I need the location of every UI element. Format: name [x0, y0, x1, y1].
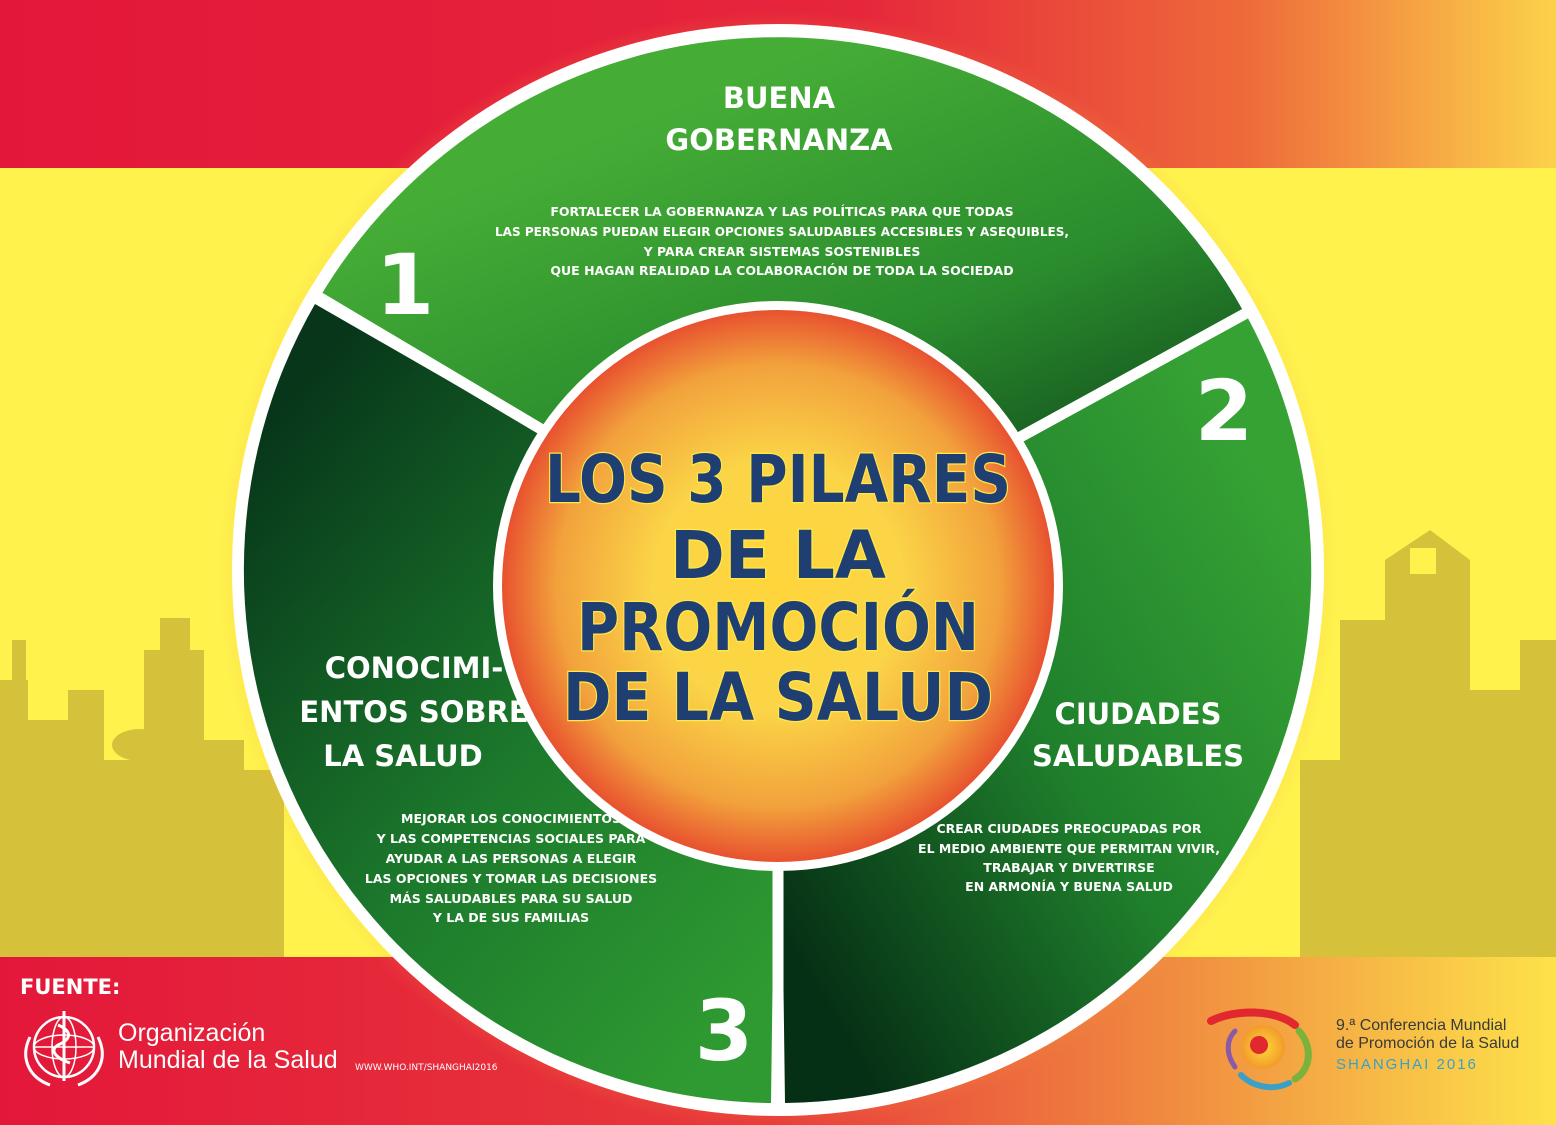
pillar-1-desc-line-3: Y PARA CREAR SISTEMAS SOSTENIBLES [643, 244, 921, 259]
conference-city: SHANGHAI 2016 [1336, 1056, 1478, 1073]
pillar-1-desc-line-4: QUE HAGAN REALIDAD LA COLABORACIÓN DE TO… [550, 263, 1013, 278]
pillar-1-number: 1 [376, 236, 434, 334]
who-url: WWW.WHO.INT/SHANGHAI2016 [355, 1063, 498, 1073]
who-emblem-icon [24, 1011, 104, 1087]
pillar-3-desc-line-5: MÁS SALUDABLES PARA SU SALUD [390, 891, 633, 906]
who-name-line-1: Organización [118, 1019, 265, 1047]
pillar-2-title-line-1: CIUDADES [1055, 697, 1222, 731]
pillar-3-desc-line-2: Y LAS COMPETENCIAS SOCIALES PARA [376, 831, 646, 846]
pillar-2-number: 2 [1195, 362, 1253, 460]
pillar-1-title-line-2: GOBERNANZA [665, 123, 893, 157]
pillar-1-desc-line-1: FORTALECER LA GOBERNANZA Y LAS POLÍTICAS… [550, 204, 1013, 219]
center-hub [502, 310, 1054, 862]
pillar-1: 1 BUENA GOBERNANZA FORTALECER LA GOBERNA… [376, 81, 1069, 334]
who-name-line-2: Mundial de la Salud [118, 1046, 338, 1074]
center-title-line-4: DE LA SALUD [563, 659, 993, 736]
pillar-3-title-line-3: LA SALUD [323, 739, 482, 773]
pillar-3-desc-line-4: LAS OPCIONES Y TOMAR LAS DECISIONES [365, 871, 657, 886]
pillar-3-desc-line-1: MEJORAR LOS CONOCIMIENTOS [401, 811, 621, 826]
pillar-3-desc-line-6: Y LA DE SUS FAMILIAS [432, 910, 589, 925]
pillar-3-title-line-1: CONOCIMI- [325, 651, 504, 685]
center-title: LOS 3 PILARES DE LA PROMOCIÓN DE LA SALU… [544, 440, 1013, 738]
conference-name-line-2: de Promoción de la Salud [1336, 1035, 1519, 1052]
pillar-3-number: 3 [695, 982, 753, 1080]
conference-name-line-1: 9.ª Conferencia Mundial [1336, 1017, 1506, 1034]
pillar-3: 3 CONOCIMI- ENTOS SOBRE LA SALUD MEJORAR… [299, 651, 753, 1080]
pillar-3-title-line-2: ENTOS SOBRE [299, 695, 528, 729]
pillar-2-desc-line-2: EL MEDIO AMBIENTE QUE PERMITAN VIVIR, [918, 841, 1220, 856]
skyline-right [1300, 530, 1556, 957]
pillar-3-desc-line-3: AYUDAR A LAS PERSONAS A ELEGIR [386, 851, 637, 866]
center-title-line-1: LOS 3 PILARES [545, 441, 1011, 518]
pillar-1-desc-line-2: LAS PERSONAS PUEDAN ELEGIR OPCIONES SALU… [495, 224, 1069, 239]
pillar-1-title-line-1: BUENA [723, 81, 836, 115]
conference-logo-icon [1207, 1008, 1312, 1091]
source-label: FUENTE: [20, 975, 120, 999]
pillar-2-desc-line-4: EN ARMONÍA Y BUENA SALUD [965, 879, 1173, 894]
center-title-line-2: DE LA [670, 517, 886, 594]
skyline-left [0, 618, 284, 957]
center-title-line-3: PROMOCIÓN [577, 589, 979, 666]
pillar-2: 2 CIUDADES SALUDABLES CREAR CIUDADES PRE… [918, 362, 1253, 894]
pillar-2-title-line-2: SALUDABLES [1032, 739, 1244, 773]
pillar-2-desc-line-3: TRABAJAR Y DIVERTIRSE [983, 860, 1154, 875]
pillar-2-desc-line-1: CREAR CIUDADES PREOCUPADAS POR [936, 821, 1201, 836]
